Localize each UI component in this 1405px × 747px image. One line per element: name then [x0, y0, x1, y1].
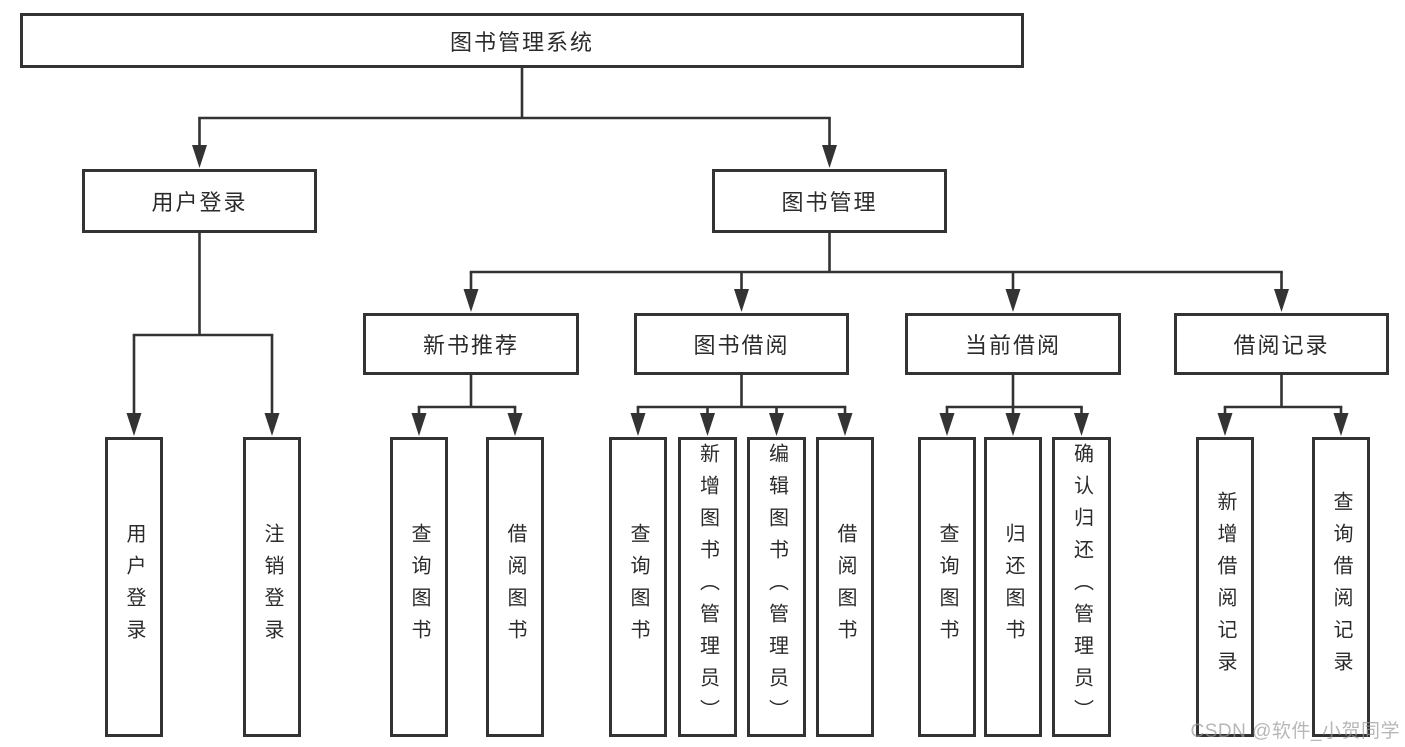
node-label-book-mgmt: 图书管理 [781, 190, 878, 215]
node-current-borrow: 当前借阅 [905, 313, 1121, 375]
arrowhead-icon [411, 413, 427, 436]
arrowhead-icon [1005, 413, 1021, 436]
node-label-new-book-rec: 新书推荐 [422, 333, 519, 358]
arrowhead-icon [1217, 413, 1233, 436]
node-label-leaf-br-query-record: 查询借阅记录 [1330, 491, 1352, 683]
node-leaf-bb-add-book: 新增图书（管理员） [678, 437, 737, 737]
node-label-leaf-bb-edit-book: 编辑图书（管理员） [765, 443, 788, 731]
arrowhead-icon [1333, 413, 1349, 436]
node-label-borrow-records: 借阅记录 [1233, 333, 1330, 358]
node-label-root: 图书管理系统 [449, 29, 594, 55]
node-label-leaf-cb-confirm-return: 确认归还（管理员） [1070, 443, 1093, 731]
arrowhead-icon [463, 289, 479, 312]
node-label-current-borrow: 当前借阅 [964, 333, 1061, 358]
node-leaf-br-add-record: 新增借阅记录 [1196, 437, 1254, 737]
node-leaf-nbr-borrow-book: 借阅图书 [486, 437, 544, 737]
node-borrow-records: 借阅记录 [1174, 313, 1389, 375]
node-book-borrow: 图书借阅 [634, 313, 849, 375]
arrowhead-icon [192, 145, 207, 168]
arrowhead-icon [630, 413, 646, 436]
node-leaf-nbr-query-book: 查询图书 [390, 437, 448, 737]
arrowhead-icon [507, 413, 523, 436]
node-leaf-cb-query-book: 查询图书 [918, 437, 976, 737]
node-label-leaf-nbr-borrow-book: 借阅图书 [504, 523, 526, 651]
node-leaf-cb-confirm-return: 确认归还（管理员） [1052, 437, 1111, 737]
node-label-leaf-logout: 注销登录 [261, 523, 283, 651]
node-book-mgmt: 图书管理 [712, 169, 947, 233]
arrowhead-icon [1274, 289, 1289, 312]
node-leaf-br-query-record: 查询借阅记录 [1312, 437, 1370, 737]
node-leaf-bb-query-book: 查询图书 [609, 437, 667, 737]
node-leaf-bb-borrow-book: 借阅图书 [816, 437, 874, 737]
watermark: CSDN @软件_小贺同学 [1190, 721, 1400, 742]
arrowhead-icon [1074, 413, 1089, 436]
node-user-login: 用户登录 [82, 169, 317, 233]
node-label-user-login: 用户登录 [151, 190, 248, 215]
arrowhead-icon [700, 413, 715, 436]
node-label-leaf-cb-query-book: 查询图书 [936, 523, 958, 651]
arrowhead-icon [734, 289, 749, 312]
node-label-leaf-bb-borrow-book: 借阅图书 [834, 523, 856, 651]
node-label-leaf-bb-query-book: 查询图书 [627, 523, 649, 651]
node-new-book-rec: 新书推荐 [363, 313, 579, 375]
node-leaf-logout: 注销登录 [243, 437, 301, 737]
node-label-leaf-br-add-record: 新增借阅记录 [1214, 491, 1236, 683]
node-leaf-user-login: 用户登录 [105, 437, 163, 737]
arrowhead-icon [939, 413, 955, 436]
arrowhead-icon [822, 145, 837, 168]
arrowhead-icon [837, 413, 853, 436]
arrowhead-icon [769, 413, 784, 436]
node-leaf-bb-edit-book: 编辑图书（管理员） [747, 437, 806, 737]
arrowhead-icon [126, 413, 142, 436]
node-label-leaf-nbr-query-book: 查询图书 [408, 523, 430, 651]
arrowhead-icon [1005, 289, 1021, 312]
node-label-book-borrow: 图书借阅 [693, 333, 790, 358]
node-leaf-cb-return-book: 归还图书 [984, 437, 1042, 737]
node-root: 图书管理系统 [20, 13, 1024, 68]
node-label-leaf-user-login: 用户登录 [123, 523, 145, 651]
node-label-leaf-cb-return-book: 归还图书 [1002, 523, 1024, 651]
arrowhead-icon [264, 413, 280, 436]
node-label-leaf-bb-add-book: 新增图书（管理员） [696, 443, 719, 731]
